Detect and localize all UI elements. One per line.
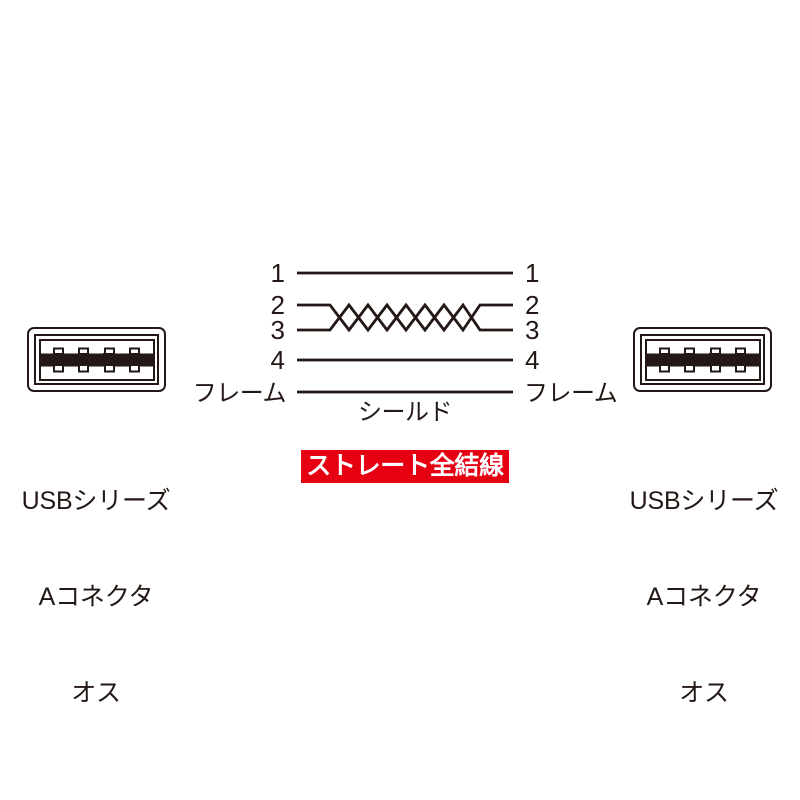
caption-line-3: オス [679,679,729,707]
usb-a-male-port-icon-right [633,327,772,392]
left-connector-caption: USBシリーズ Aコネクタ オス [0,421,216,773]
shield-label: シールド [358,399,452,426]
pin-label-left-1: 1 [271,258,285,288]
pin-label-right-3: 3 [525,315,539,345]
wire-pin-3 [297,302,513,333]
caption-line-3: オス [71,679,121,707]
pin-label-left-2: 2 [271,290,285,320]
wiring-schematic: 1 2 3 4 フレーム 1 2 3 4 フレーム シールド [180,252,620,426]
caption-line-2: Aコネクタ [38,583,154,611]
connector-contact-bar [644,353,761,366]
pin-label-right-2: 2 [525,290,539,320]
pin-label-left-3: 3 [271,315,285,345]
pin-label-left-4: 4 [271,345,285,375]
pin-label-right-frame: フレーム [524,380,617,407]
caption-line-2: Aコネクタ [646,583,762,611]
caption-line-1: USBシリーズ [629,487,779,515]
usb-a-male-port-icon-left [27,327,166,392]
caption-line-1: USBシリーズ [21,487,171,515]
pin-label-right-1: 1 [525,258,539,288]
wire-pin-2 [297,302,513,333]
connector-contact-bar [38,353,155,366]
pin-label-left-frame: フレーム [193,380,286,407]
pin-label-right-4: 4 [525,345,539,375]
wiring-type-badge: ストレート全結線 [301,450,509,483]
right-connector-caption: USBシリーズ Aコネクタ オス [584,421,800,773]
wiring-type-badge-label: ストレート全結線 [306,452,504,480]
